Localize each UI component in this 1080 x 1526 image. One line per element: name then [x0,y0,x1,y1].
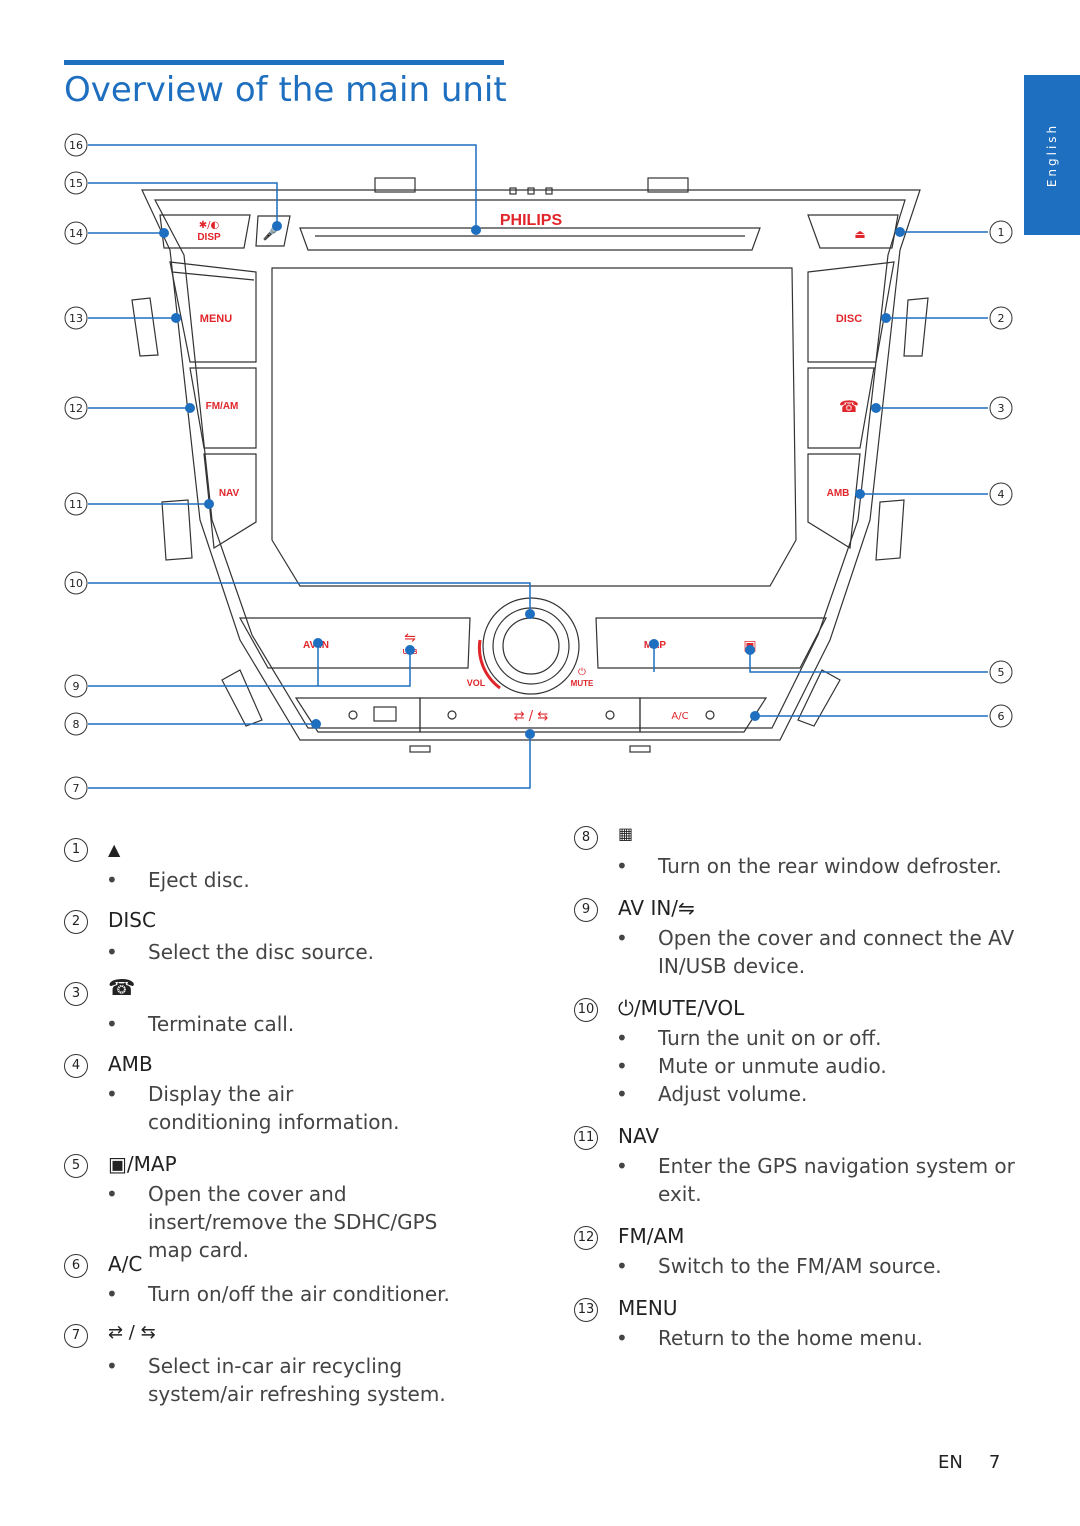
item-bullet: Turn on the rear window defroster. [616,852,1002,880]
item-bullet: Turn the unit on or off. [616,1024,882,1052]
callout-15: 15 [69,177,83,190]
item-heading: FM/AM [618,1224,685,1248]
item-11: 11 NAV Enter the GPS navigation system o… [574,1124,1015,1216]
item-heading: A/C [108,1252,143,1276]
item-number: 13 [574,1298,598,1322]
item-bullet: Display the air conditioning information… [106,1080,408,1136]
item-bullet: Eject disc. [106,866,250,894]
item-heading: NAV [618,1124,660,1148]
item-bullet: Adjust volume. [616,1080,807,1108]
eject-button[interactable]: ⏏ [854,227,865,241]
item-bullet: Open the cover and connect the AV IN/USB… [616,924,1018,980]
callout-14: 14 [69,227,83,240]
phone-hangup-icon: ☎ [108,976,136,1001]
item-number: 11 [574,1126,598,1150]
item-bullet: Select the disc source. [106,938,374,966]
callout-13: 13 [69,312,83,325]
item-heading: AMB [108,1052,153,1076]
item-13: 13 MENU Return to the home menu. [574,1296,1014,1358]
callout-12: 12 [69,402,83,415]
item-4: 4 AMB Display the air conditioning infor… [64,1052,504,1144]
menu-button[interactable]: MENU [200,313,232,325]
item-9: 9 AV IN/⇋ Open the cover and connect the… [574,896,1014,988]
callout-16: 16 [69,139,83,152]
item-1: 1 ▲ Eject disc. [64,838,504,898]
main-unit-diagram: PHILIPS DISP ✱/◐ 🎤 ⏏ MENU FM/AM NAV DISC… [64,133,1013,800]
item-number: 8 [574,826,598,850]
title-rule [64,60,504,65]
item-number: 12 [574,1226,598,1250]
item-heading: ▣/MAP [108,1152,177,1176]
item-10: 10 ⏻/MUTE/VOL Turn the unit on or off. M… [574,996,1014,1118]
item-number: 5 [64,1154,88,1178]
item-number: 4 [64,1054,88,1078]
item-bullet: Select in-car air recycling system/air r… [106,1352,488,1408]
footer-language: EN [938,1452,963,1473]
callout-10: 10 [69,577,83,590]
item-7: 7 ⇄ / ⇆ Select in-car air recycling syst… [64,1322,504,1414]
item-bullet: Mute or unmute audio. [616,1052,887,1080]
mute-label: MUTE [571,679,594,688]
air-recirculation-button[interactable]: ⇄ / ⇆ [514,709,549,724]
callout-8: 8 [73,718,80,731]
brightness-icon: ✱/◐ [199,220,219,231]
callout-4: 4 [998,488,1005,501]
amb-button[interactable]: AMB [827,488,850,499]
callout-11: 11 [69,498,83,511]
item-heading: ⏻/MUTE/VOL [618,996,745,1020]
item-3: 3 ☎ Terminate call. [64,976,504,1042]
usb-icon: ⇋ [404,630,416,646]
ac-button[interactable]: A/C [671,711,688,722]
usb-icon: ⇋ [678,896,695,920]
item-number: 3 [64,982,88,1006]
air-recirculation-icon: ⇄ / ⇆ [108,1322,156,1343]
page-title: Overview of the main unit [64,70,507,110]
item-heading: AV IN/⇋ [618,896,695,920]
callout-1: 1 [998,226,1005,239]
disp-button[interactable]: DISP [197,232,221,243]
brand-logo: PHILIPS [500,212,563,229]
item-bullet: Return to the home menu. [616,1324,923,1352]
hangup-button[interactable]: ☎ [839,397,859,416]
language-tab: English [1024,75,1080,235]
item-bullet: Terminate call. [106,1010,294,1038]
disc-button[interactable]: DISC [836,313,862,325]
callout-5: 5 [998,666,1005,679]
callout-3: 3 [998,402,1005,415]
rear-defrost-icon: ▦ [618,824,634,843]
sd-card-icon: ▣ [108,1152,127,1176]
page-footer: EN 7 [938,1452,1000,1473]
item-bullet: Enter the GPS navigation system or exit. [616,1152,1018,1208]
power-icon: ⏻ [618,996,634,1020]
nav-button[interactable]: NAV [219,488,240,499]
item-heading: DISC [108,908,156,932]
eject-icon: ▲ [108,840,121,859]
item-bullet: Switch to the FM/AM source. [616,1252,942,1280]
item-heading: MENU [618,1296,678,1320]
callout-7: 7 [73,782,80,795]
power-icon: ⏻ [578,667,586,678]
vol-label: VOL [467,678,486,688]
fm-am-button[interactable]: FM/AM [206,401,239,412]
callout-9: 9 [73,680,80,693]
item-number: 9 [574,898,598,922]
page-number: 7 [988,1452,1001,1473]
callout-2: 2 [998,312,1005,325]
item-number: 1 [64,838,88,862]
item-6: 6 A/C Turn on/off the air conditioner. [64,1252,504,1314]
item-12: 12 FM/AM Switch to the FM/AM source. [574,1224,1014,1286]
item-bullet: Turn on/off the air conditioner. [106,1280,450,1308]
item-number: 10 [574,998,598,1022]
item-8: 8 ▦ Turn on the rear window defroster. [574,824,1014,886]
item-number: 6 [64,1254,88,1278]
item-number: 7 [64,1324,88,1348]
item-bullet: Open the cover and insert/remove the SDH… [106,1180,488,1264]
item-2: 2 DISC Select the disc source. [64,908,504,970]
item-5: 5 ▣/MAP Open the cover and insert/remove… [64,1152,504,1262]
item-number: 2 [64,910,88,934]
callout-6: 6 [998,710,1005,723]
